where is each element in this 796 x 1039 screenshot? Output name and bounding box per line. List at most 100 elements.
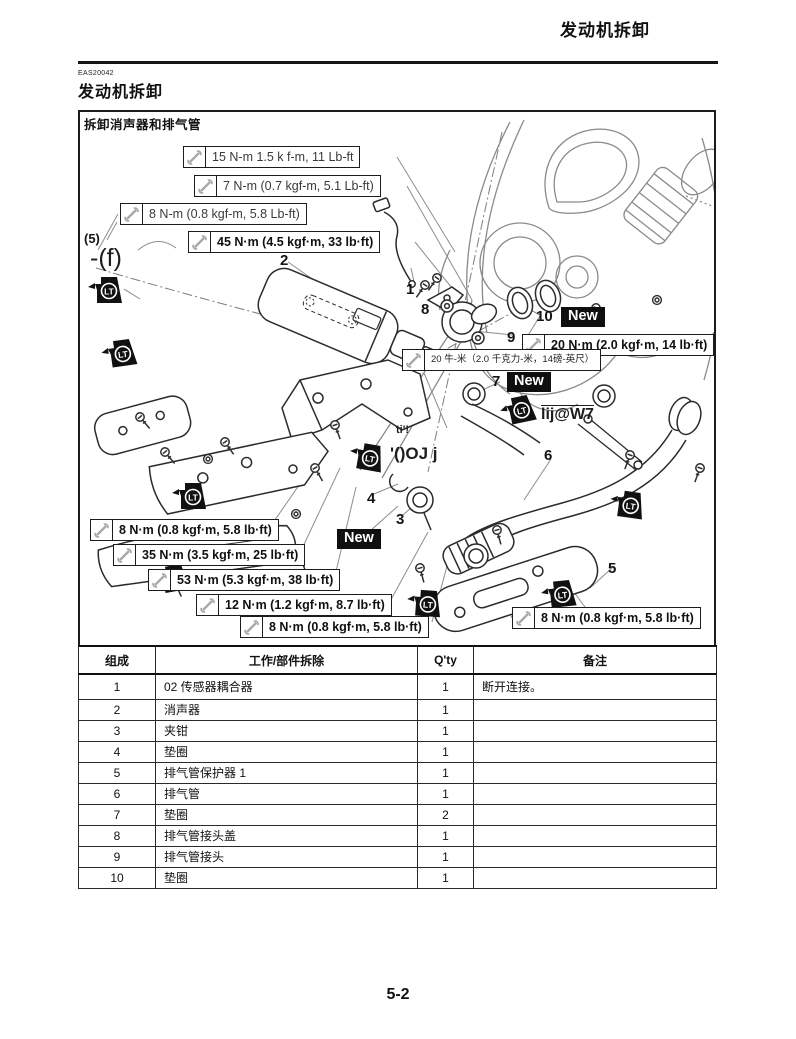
loctite-icon (99, 337, 139, 370)
cell-part: 排气管 (155, 782, 418, 805)
part-label-1: 1 (406, 281, 415, 298)
torque-callout: 8 N-m (0.8 kgf-m, 5.8 Lb-ft) (120, 203, 307, 225)
cell-no: 1 (78, 673, 156, 700)
washer (388, 473, 409, 493)
annotation-ii: ti'! (396, 424, 409, 436)
torque-callout: 45 N·m (4.5 kgf·m, 33 lb·ft) (188, 231, 381, 253)
wrench-icon (197, 595, 219, 615)
cell-qty: 1 (417, 673, 474, 700)
wrench-icon (195, 176, 217, 196)
wrench-icon (149, 570, 171, 590)
new-badge: New (561, 307, 605, 327)
new-badge: New (337, 529, 381, 549)
gaskets (506, 279, 562, 320)
wrench-icon (241, 617, 263, 637)
torque-value: 20 牛-米（2.0 千克力-米，14磅-英尺） (431, 354, 595, 365)
cell-qty: 1 (417, 719, 474, 742)
cell-part: 垫圈 (155, 866, 418, 889)
torque-callout: 20 牛-米（2.0 千克力-米，14磅-英尺） (402, 349, 602, 371)
torque-callout: 35 N·m (3.5 kgf·m, 25 lb·ft) (113, 544, 306, 566)
figure-title: 拆卸消声器和排气管 (84, 118, 202, 132)
part-label-10: 10 (536, 308, 553, 325)
wrench-icon (513, 608, 535, 628)
loctite-icon (607, 488, 647, 521)
page-number: 5-2 (386, 986, 410, 1003)
cell-remark (473, 824, 717, 847)
cell-qty: 1 (417, 866, 474, 889)
gasket-rings (462, 382, 616, 408)
part-label-7: 7 (492, 373, 501, 390)
cell-no: 6 (78, 782, 156, 805)
part-label-3: 3 (396, 511, 405, 528)
header-rule (78, 61, 718, 64)
loctite-icon (346, 440, 387, 474)
wrench-icon (91, 520, 113, 540)
o2-sensor-lead (372, 197, 416, 288)
wrench-icon (184, 147, 206, 167)
col-header-order: 组成 (78, 645, 156, 675)
torque-value: 7 N-m (0.7 kgf-m, 5.1 Lb-ft) (223, 179, 374, 193)
cell-no: 3 (78, 719, 156, 742)
cell-part: 垫圈 (155, 740, 418, 763)
exhaust-joint (440, 299, 498, 345)
wrench-icon (403, 350, 425, 370)
cell-part: 消声器 (155, 698, 418, 721)
cell-no: 9 (78, 845, 156, 868)
loctite-icon (87, 276, 123, 304)
cell-remark (473, 866, 717, 889)
wrench-icon (114, 545, 136, 565)
clamp (388, 473, 434, 531)
table-row: 4 垫圈 1 (78, 740, 717, 763)
new-badge: New (507, 372, 551, 392)
section-title: 发动机拆卸 (78, 84, 164, 101)
torque-value: 8 N-m (0.8 kgf-m, 5.8 Lb-ft) (149, 207, 300, 221)
pipe-protector (432, 545, 599, 633)
cell-no: 10 (78, 866, 156, 889)
table-row: 9 排气管接头 1 (78, 845, 717, 868)
cell-remark (473, 719, 717, 742)
torque-callout: 8 N·m (0.8 kgf·m, 5.8 lb·ft) (240, 616, 429, 638)
torque-value: 53 N·m (5.3 kgf·m, 38 lb·ft) (177, 573, 334, 587)
table-row: 2 消声器 1 (78, 698, 717, 721)
torque-value: 20 N·m (2.0 kgf·m, 14 lb·ft) (551, 338, 708, 352)
cell-qty: 1 (417, 761, 474, 784)
cell-no: 2 (78, 698, 156, 721)
eas-code: EAS20042 (78, 70, 114, 77)
table-row: 7 垫圈 2 (78, 803, 717, 826)
wrench-icon (189, 232, 211, 252)
part-label-6: 6 (544, 447, 553, 464)
part-label-8: 8 (421, 301, 430, 318)
torque-value: 45 N·m (4.5 kgf·m, 33 lb·ft) (217, 235, 374, 249)
heat-shield-big (148, 431, 329, 515)
cell-no: 8 (78, 824, 156, 847)
torque-callout: 15 N-m 1.5 k f-m, 11 Lb-ft (183, 146, 361, 168)
table-row: 10 垫圈 1 (78, 866, 717, 889)
table-row: 6 排气管 1 (78, 782, 717, 805)
cell-part: 夹钳 (155, 719, 418, 742)
loctite-icon (497, 393, 538, 428)
cell-qty: 1 (417, 824, 474, 847)
part-label-2: 2 (280, 252, 289, 269)
col-header-qty: Q'ty (417, 645, 474, 675)
cell-qty: 1 (417, 845, 474, 868)
torque-callout: 7 N-m (0.7 kgf-m, 5.1 Lb-ft) (194, 175, 381, 197)
parts-table: 组成 工作/部件拆除 Q'ty 备注 1 02 传感器耦合器 1 断开连接。 2… (78, 645, 717, 889)
torque-callout: 53 N·m (5.3 kgf·m, 38 lb·ft) (148, 569, 341, 591)
part-label-5b: 5 (608, 560, 617, 577)
cell-remark (473, 782, 717, 805)
table-header-row: 组成 工作/部件拆除 Q'ty 备注 (78, 645, 717, 675)
cell-part: 排气管接头盖 (155, 824, 418, 847)
torque-value: 8 N·m (0.8 kgf·m, 5.8 lb·ft) (119, 523, 272, 537)
col-header-remark: 备注 (473, 645, 717, 675)
cell-qty: 1 (417, 698, 474, 721)
table-row: 5 排气管保护器 1 1 (78, 761, 717, 784)
torque-callout: 12 N·m (1.2 kgf·m, 8.7 lb·ft) (196, 594, 392, 616)
cell-qty: 1 (417, 782, 474, 805)
torque-callout: 8 N·m (0.8 kgf·m, 5.8 lb·ft) (512, 607, 701, 629)
cell-no: 5 (78, 761, 156, 784)
cell-no: 4 (78, 740, 156, 763)
part-label-5-paren: (5) (84, 231, 100, 246)
loctite-icon (405, 588, 443, 619)
col-header-job: 工作/部件拆除 (155, 645, 418, 675)
cell-qty: 2 (417, 803, 474, 826)
